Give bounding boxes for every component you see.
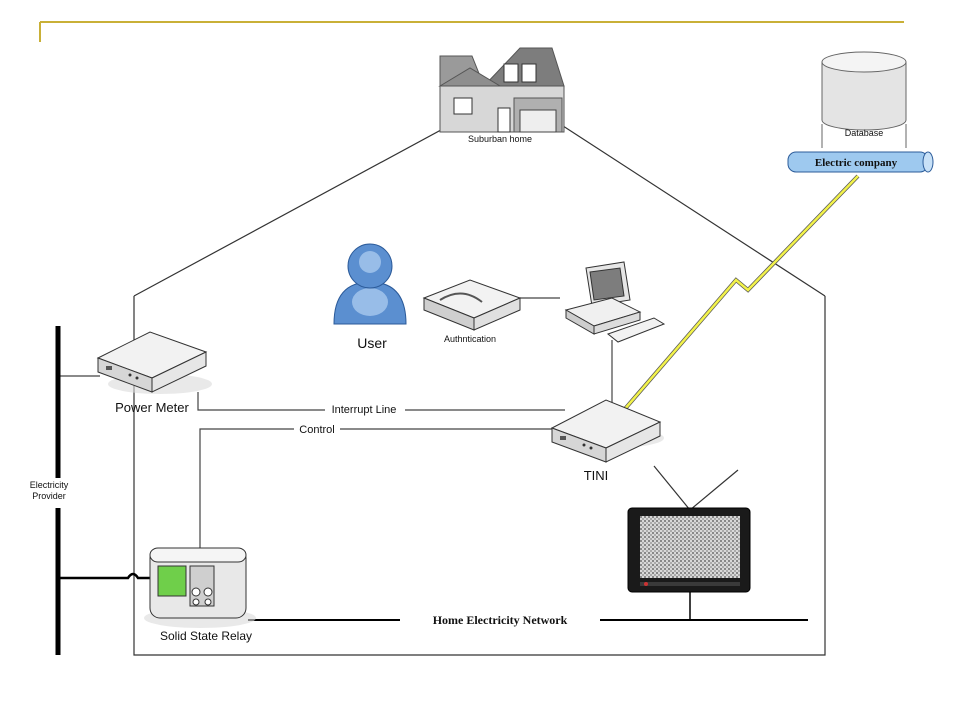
desktop-computer-icon xyxy=(564,261,666,343)
control-label: Control xyxy=(299,424,334,436)
header-accent-rule xyxy=(39,21,904,42)
house-label: Suburban home xyxy=(468,134,532,144)
electricity-provider-label-line1: Electricity xyxy=(30,480,69,490)
electricity-provider-label-line2: Provider xyxy=(32,491,66,501)
electricity-provider-bus xyxy=(24,326,150,655)
user-person-icon xyxy=(333,243,407,325)
power-meter-device-icon xyxy=(96,331,212,394)
television-icon xyxy=(627,465,751,593)
home-network-line xyxy=(248,592,808,621)
database-cylinder-icon xyxy=(821,51,907,148)
authentication-device-icon xyxy=(422,279,522,331)
home-network-label: Home Electricity Network xyxy=(433,613,568,627)
electric-company-label: Electric company xyxy=(815,157,898,169)
wireless-lightning-icon xyxy=(622,174,860,412)
tini-device-icon xyxy=(550,399,664,463)
home-outline xyxy=(133,123,826,656)
house-icon xyxy=(438,47,565,133)
interrupt-line-label: Interrupt Line xyxy=(332,404,397,416)
power-meter-label: Power Meter xyxy=(115,400,189,415)
database-label: Database xyxy=(845,128,884,138)
tini-label: TINI xyxy=(584,468,609,483)
electric-company-pipe-icon xyxy=(787,151,934,173)
solid-state-relay-label: Solid State Relay xyxy=(160,629,252,643)
user-label: User xyxy=(357,335,387,351)
solid-state-relay-icon xyxy=(144,547,256,628)
authentication-label: Authntication xyxy=(444,334,496,344)
